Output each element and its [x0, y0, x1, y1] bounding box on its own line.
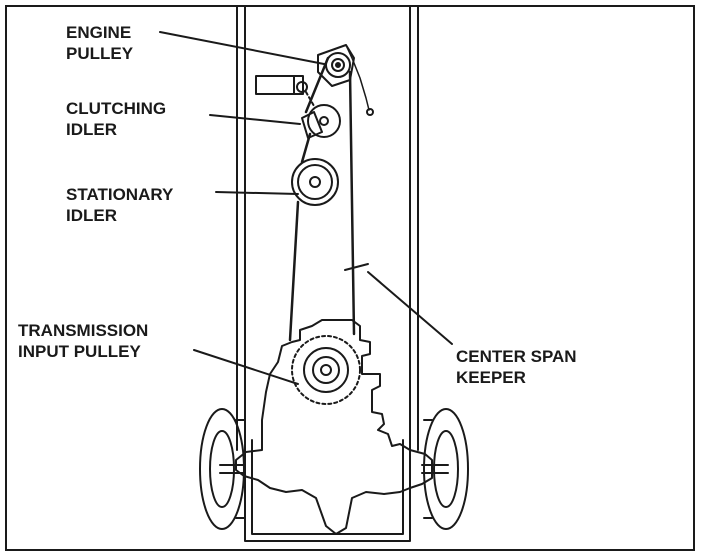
spring-anchor	[366, 108, 374, 116]
label-center-span-keeper: CENTER SPAN KEEPER	[456, 347, 577, 387]
leader-stationary-idler	[215, 191, 299, 195]
label-transmission-input-pulley: TRANSMISSION INPUT PULLEY	[18, 321, 149, 361]
transmission-input-pulley	[291, 335, 361, 405]
left-frame-rail	[236, 6, 246, 451]
leader-engine-pulley	[159, 31, 325, 65]
clutching-idler-pulley	[307, 104, 341, 138]
leader-center-span-keeper	[367, 271, 453, 345]
engine-pulley	[325, 52, 351, 78]
right-frame-rail	[409, 6, 419, 451]
drive-belt	[288, 56, 356, 342]
idler-spring	[345, 44, 370, 111]
leader-transmission-input-pulley	[193, 349, 299, 385]
left-wheel	[199, 408, 245, 530]
left-axle	[219, 464, 245, 474]
clutching-idler-arm	[255, 75, 323, 139]
leader-clutching-idler	[209, 114, 301, 125]
label-stationary-idler: STATIONARY IDLER	[66, 185, 174, 225]
stationary-idler-pulley	[291, 158, 339, 206]
label-engine-pulley: ENGINE PULLEY	[66, 23, 134, 63]
right-wheel	[423, 408, 469, 530]
frame-bottom-tray	[244, 439, 411, 542]
label-clutching-idler: CLUTCHING IDLER	[66, 99, 167, 139]
center-span-keeper	[344, 263, 369, 271]
